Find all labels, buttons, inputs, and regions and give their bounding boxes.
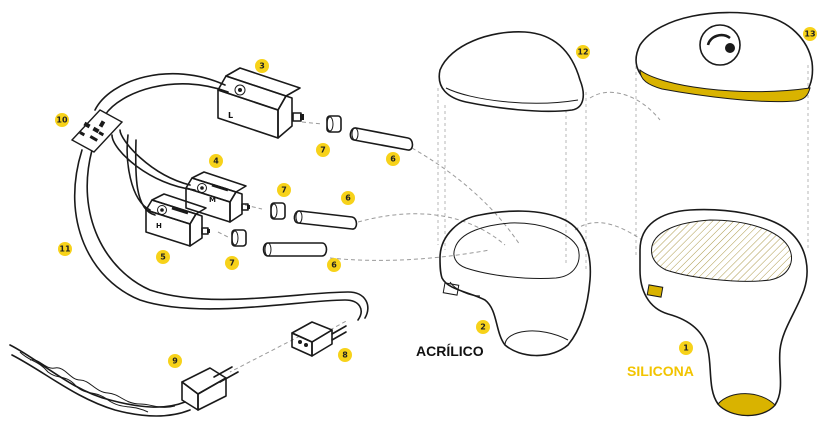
svg-text:7: 7 [281,186,287,195]
silicone-faceplate [635,11,814,103]
callout-6a: 6 [386,152,400,166]
driver-high: H [145,193,210,247]
svg-text:5: 5 [160,253,166,262]
tube-3 [262,242,328,257]
damper-1 [326,115,342,133]
silicone-shell [639,208,808,417]
silicone-label: SILICONA [627,363,694,379]
svg-text:13: 13 [804,30,815,39]
svg-text:7: 7 [229,259,235,268]
callout-badges: 1 2 3 4 5 6 6 6 7 7 7 8 9 10 11 12 13 [55,27,817,368]
svg-text:9: 9 [172,357,178,366]
svg-text:3: 3 [259,62,265,71]
internal-wiring [73,72,369,321]
acrylic-label: ACRÍLICO [416,343,484,359]
callout-11: 11 [58,242,72,256]
driver-low-letter: L [228,111,233,120]
svg-text:1: 1 [683,344,689,353]
callout-10: 10 [55,113,69,127]
svg-text:2: 2 [480,323,486,332]
damper-2 [270,202,286,220]
svg-text:7: 7 [320,146,326,155]
guide-lines [217,60,809,373]
svg-text:6: 6 [390,155,396,164]
acrylic-faceplate [438,31,585,113]
callout-5: 5 [156,250,170,264]
svg-text:10: 10 [56,116,68,125]
callout-4: 4 [209,154,223,168]
driver-high-letter: H [156,222,162,230]
svg-text:6: 6 [331,261,337,270]
acrylic-shell [439,210,592,357]
callout-1: 1 [679,341,693,355]
svg-text:4: 4 [213,157,219,166]
damper-3 [231,229,247,247]
callout-7a: 7 [316,143,330,157]
driver-mid: M [185,171,250,223]
callout-9: 9 [168,354,182,368]
svg-text:11: 11 [59,245,71,254]
callout-2: 2 [476,320,490,334]
callout-7b: 7 [277,183,291,197]
callout-7c: 7 [225,256,239,270]
callout-13: 13 [803,27,817,41]
socket-connector [291,321,347,357]
tube-2 [293,210,358,230]
plug-connector [9,344,239,417]
callout-3: 3 [255,59,269,73]
callout-8: 8 [338,348,352,362]
callout-6c: 6 [327,258,341,272]
svg-text:6: 6 [345,194,351,203]
driver-low: L [217,67,304,139]
svg-text:8: 8 [342,351,348,360]
crossover-board [70,109,124,153]
callout-12: 12 [576,45,590,59]
svg-text:12: 12 [577,48,588,57]
tube-1 [349,127,414,151]
driver-mid-letter: M [209,196,216,204]
callout-6b: 6 [341,191,355,205]
